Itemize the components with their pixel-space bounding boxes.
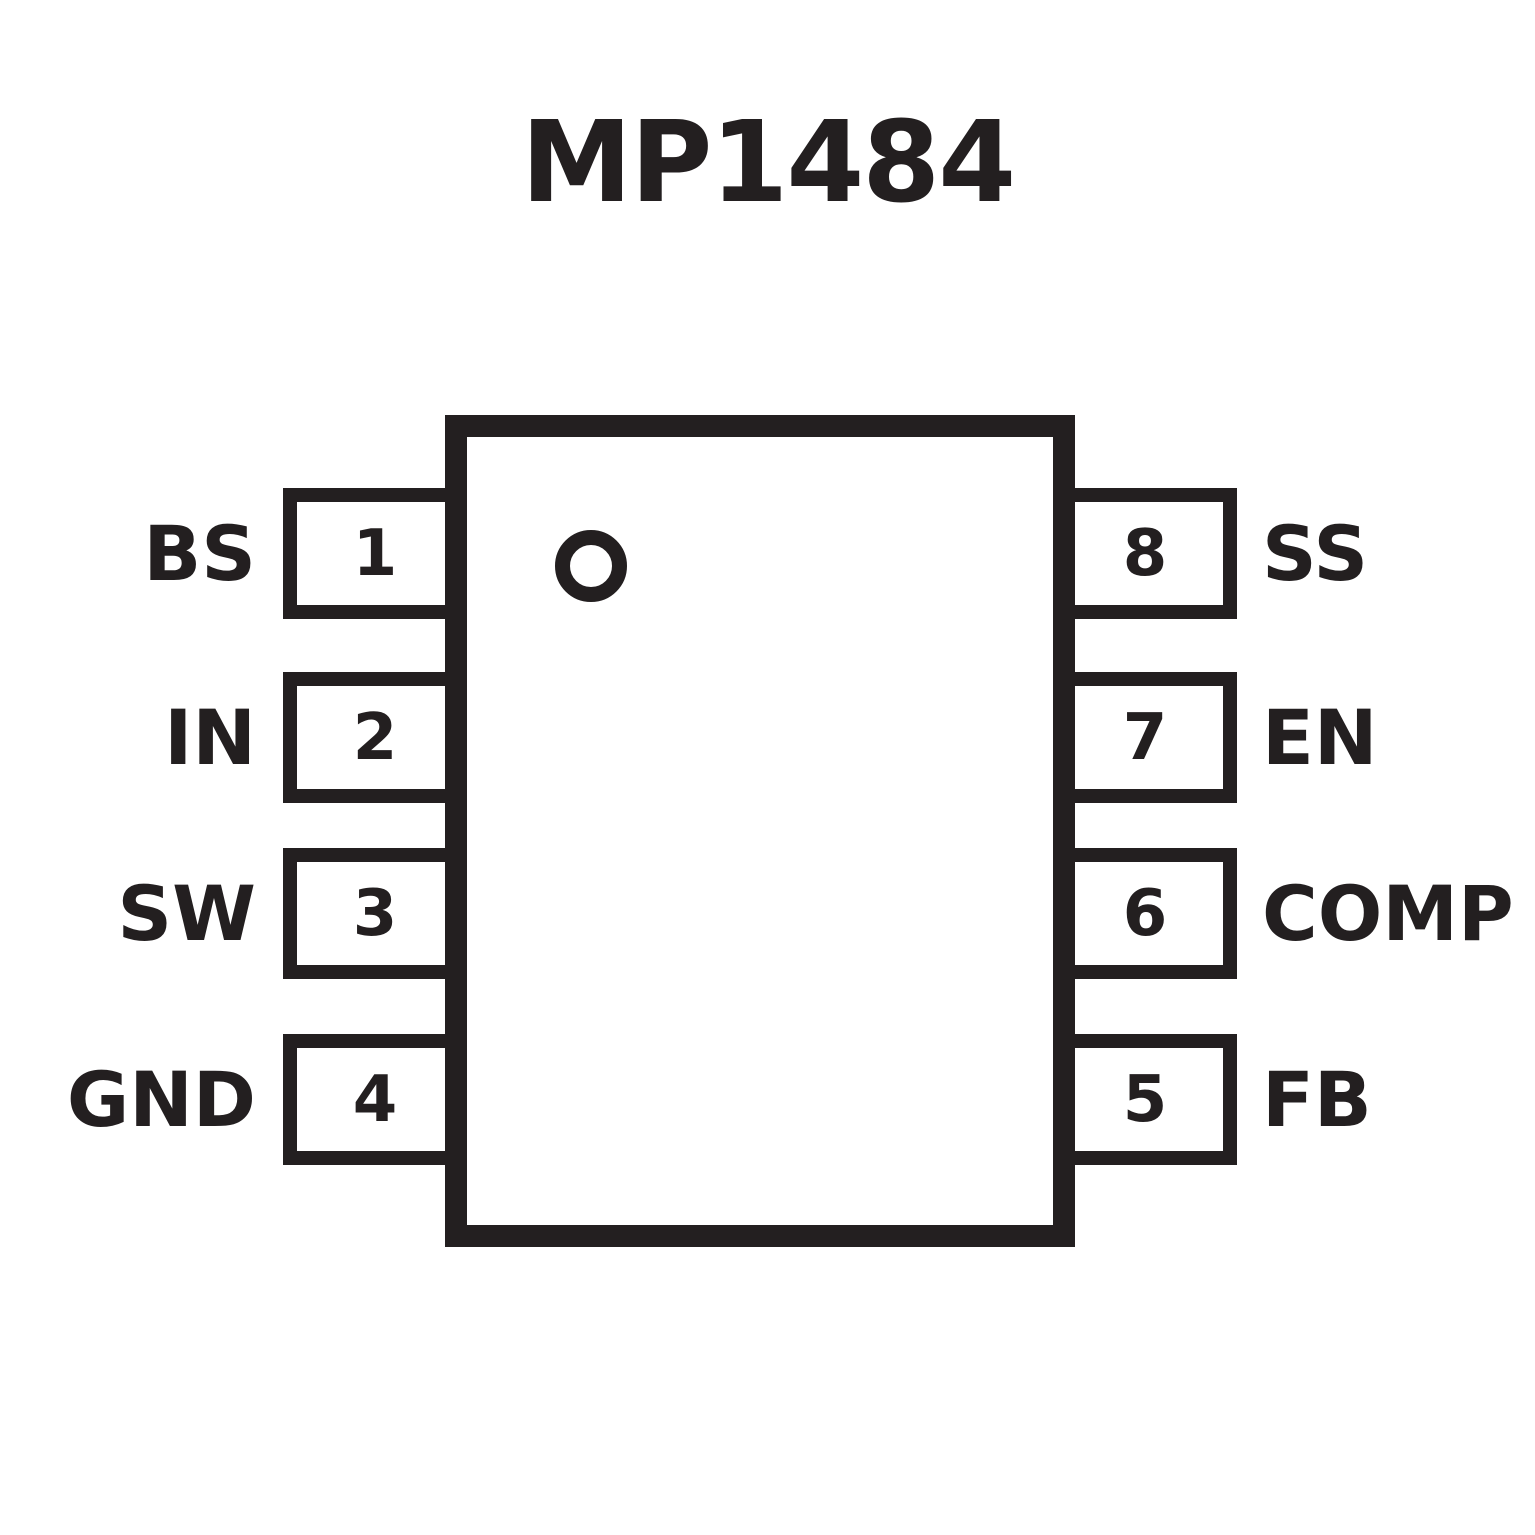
pin-box-2: 2 <box>283 672 467 803</box>
pin-box-4: 4 <box>283 1034 467 1165</box>
pin-number-3: 3 <box>352 876 398 951</box>
pin-number-2: 2 <box>352 700 398 775</box>
pin-label-ss: SS <box>1262 509 1369 598</box>
pin-label-en: EN <box>1262 693 1378 782</box>
pin-label-bs: BS <box>143 509 256 598</box>
pin-number-7: 7 <box>1122 700 1168 775</box>
pin-box-6: 6 <box>1053 848 1237 979</box>
pin-number-5: 5 <box>1122 1062 1168 1137</box>
page-title: MP1484 <box>520 98 1016 228</box>
pin-box-7: 7 <box>1053 672 1237 803</box>
pin-box-5: 5 <box>1053 1034 1237 1165</box>
pin1-indicator-icon <box>555 530 627 602</box>
pin-label-comp: COMP <box>1262 869 1514 958</box>
pin-label-fb: FB <box>1262 1055 1372 1144</box>
pin-number-1: 1 <box>352 516 398 591</box>
pin-box-3: 3 <box>283 848 467 979</box>
pin-number-4: 4 <box>352 1062 398 1137</box>
pin-box-8: 8 <box>1053 488 1237 619</box>
pin-number-6: 6 <box>1122 876 1168 951</box>
pin-label-gnd: GND <box>66 1055 256 1144</box>
pin-label-in: IN <box>164 693 256 782</box>
chip-body <box>445 415 1075 1247</box>
pin-number-8: 8 <box>1122 516 1168 591</box>
pin-label-sw: SW <box>117 869 256 958</box>
pin-box-1: 1 <box>283 488 467 619</box>
